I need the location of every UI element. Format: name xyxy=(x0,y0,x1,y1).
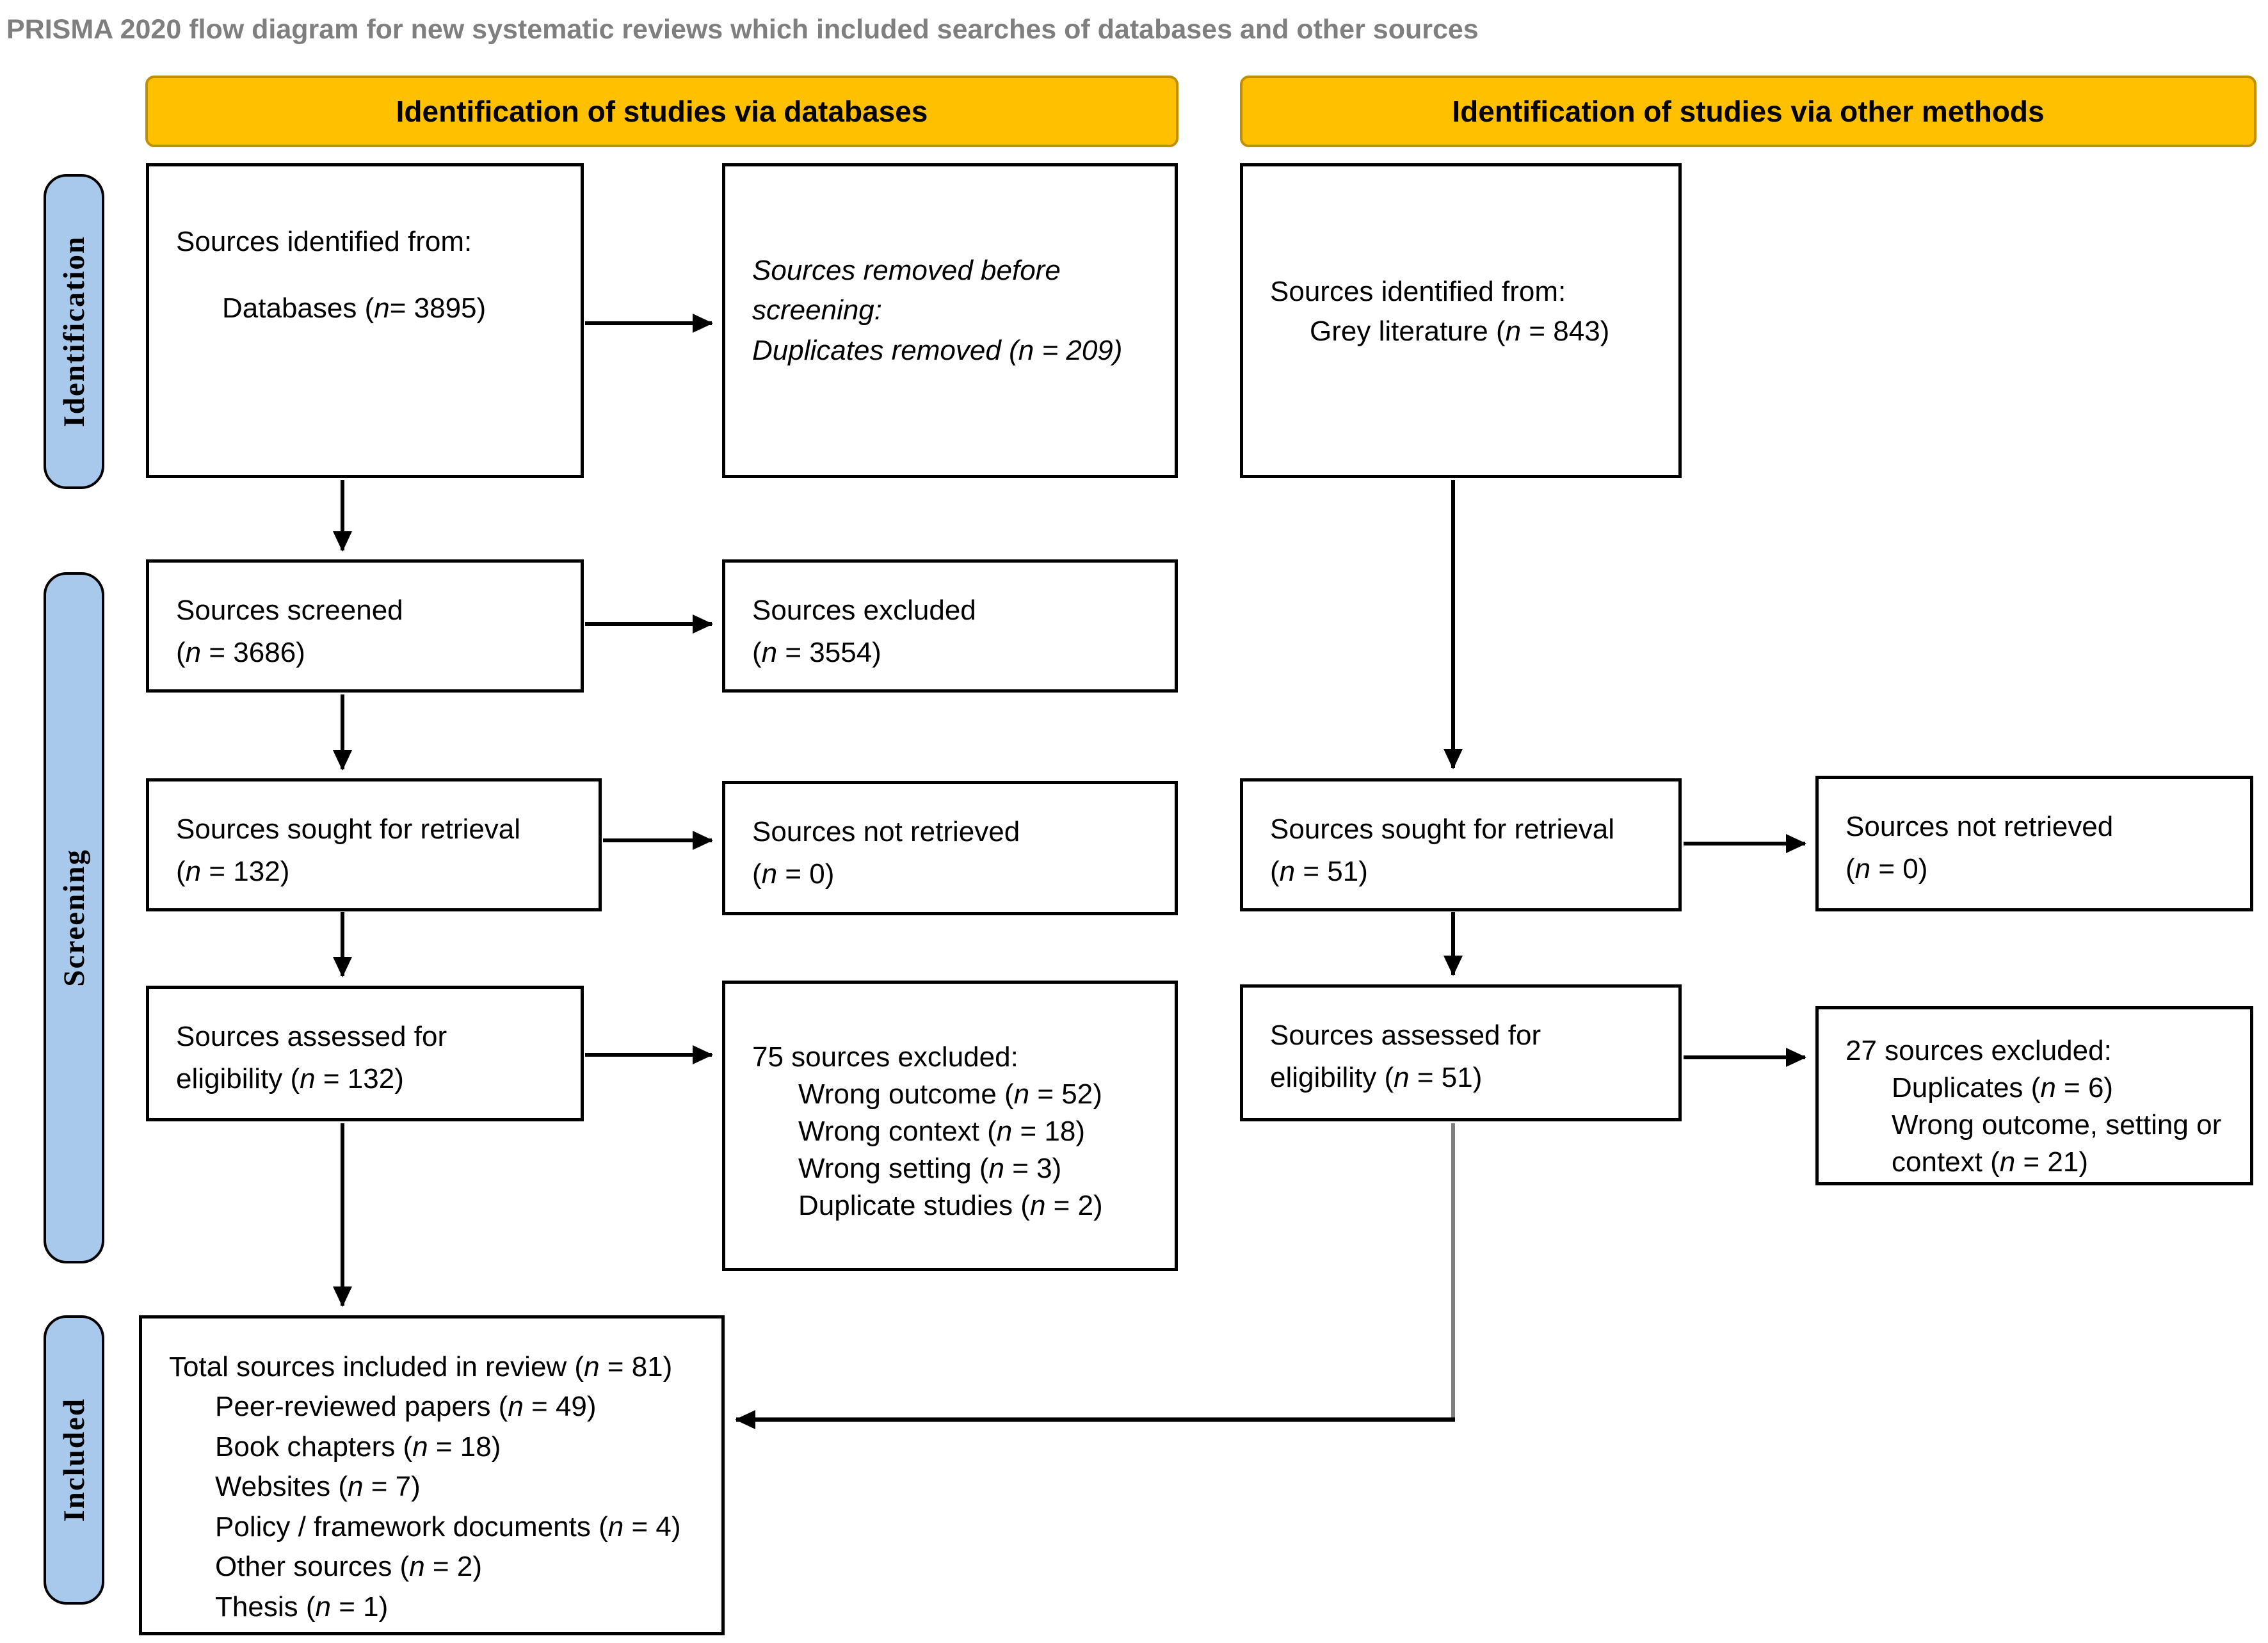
banner-identification-via-databases: Identification of studies via databases xyxy=(145,76,1178,147)
box-other-sources-sought-retrieval: Sources sought for retrieval (n = 51) xyxy=(1240,778,1682,911)
stage-label-screening: Screening xyxy=(44,572,104,1263)
box-line: Sources sought for retrieval xyxy=(1270,813,1615,845)
box-line: Sources assessed for xyxy=(176,1021,447,1052)
box-line: Wrong setting (n = 3) xyxy=(798,1153,1062,1185)
box-line: Book chapters (n = 18) xyxy=(215,1431,501,1463)
box-db-sources-excluded-reasons: 75 sources excluded: Wrong outcome (n = … xyxy=(722,981,1178,1271)
box-line: (n = 51) xyxy=(1270,856,1368,887)
stage-label-included: Included xyxy=(44,1315,104,1605)
box-line: 27 sources excluded: xyxy=(1846,1035,2112,1066)
box-line: Peer-reviewed papers (n = 49) xyxy=(215,1391,597,1423)
box-other-sources-assessed-eligibility: Sources assessed for eligibility (n = 51… xyxy=(1240,984,1682,1121)
box-db-sources-sought-retrieval: Sources sought for retrieval (n = 132) xyxy=(146,778,602,911)
box-line: 75 sources excluded: xyxy=(752,1041,1018,1073)
box-line: Total sources included in review (n = 81… xyxy=(169,1351,673,1383)
box-line: Sources not retrieved xyxy=(1846,811,2114,842)
box-line: Policy / framework documents (n = 4) xyxy=(215,1511,681,1543)
box-line: (n = 3554) xyxy=(752,637,881,668)
box-db-sources-not-retrieved: Sources not retrieved (n = 0) xyxy=(722,781,1178,915)
box-sources-identified-grey-literature: Sources identified from: Grey literature… xyxy=(1240,163,1682,478)
box-line: (n = 0) xyxy=(1846,853,1928,885)
figure-title: PRISMA 2020 flow diagram for new systema… xyxy=(6,14,1479,45)
box-db-sources-assessed-eligibility: Sources assessed for eligibility (n = 13… xyxy=(146,986,584,1121)
box-line: eligibility (n = 51) xyxy=(1270,1062,1483,1093)
box-other-sources-not-retrieved: Sources not retrieved (n = 0) xyxy=(1815,776,2253,911)
box-line: Other sources (n = 2) xyxy=(215,1551,482,1583)
box-line: Wrong context (n = 18) xyxy=(798,1116,1085,1148)
box-sources-removed-before-screening: Sources removed before screening: Duplic… xyxy=(722,163,1178,478)
box-line: Thesis (n = 1) xyxy=(215,1591,389,1623)
box-line: Sources identified from: xyxy=(176,226,472,257)
stage-label-identification: Identification xyxy=(44,174,104,489)
stage-label-screening-text: Screening xyxy=(57,849,91,987)
box-sources-excluded: Sources excluded (n = 3554) xyxy=(722,559,1178,693)
box-line: Sources not retrieved xyxy=(752,816,1020,847)
box-line: Grey literature (n = 843) xyxy=(1310,315,1610,347)
box-line: Duplicates (n = 6) xyxy=(1892,1072,2114,1104)
box-sources-screened: Sources screened (n = 3686) xyxy=(146,559,584,693)
box-line: Duplicate studies (n = 2) xyxy=(798,1190,1103,1222)
box-line: eligibility (n = 132) xyxy=(176,1063,404,1094)
box-line: Wrong outcome (n = 52) xyxy=(798,1078,1102,1110)
box-line: (n = 3686) xyxy=(176,637,305,668)
box-line: Sources identified from: xyxy=(1270,276,1566,307)
box-line: Wrong outcome, setting or context (n = 2… xyxy=(1892,1109,2222,1178)
box-line: Sources assessed for xyxy=(1270,1020,1541,1051)
box-line: (n = 132) xyxy=(176,856,290,887)
banner-identification-via-other-methods: Identification of studies via other meth… xyxy=(1240,76,2256,147)
box-line: Sources sought for retrieval xyxy=(176,813,521,845)
stage-label-identification-text: Identification xyxy=(57,236,91,428)
box-line: (n = 0) xyxy=(752,858,835,890)
box-line: Duplicates removed (n = 209) xyxy=(752,334,1123,366)
box-line: Sources excluded xyxy=(752,595,976,626)
box-line: Sources removed before screening: xyxy=(752,255,1061,326)
box-total-sources-included: Total sources included in review (n = 81… xyxy=(139,1315,725,1635)
stage-label-included-text: Included xyxy=(57,1398,91,1522)
box-line: Sources screened xyxy=(176,595,403,626)
box-other-sources-excluded-reasons: 27 sources excluded: Duplicates (n = 6) … xyxy=(1815,1006,2253,1185)
box-sources-identified-databases: Sources identified from: Databases (n= 3… xyxy=(146,163,584,478)
box-line: Databases (n= 3895) xyxy=(222,293,487,324)
box-line: Websites (n = 7) xyxy=(215,1471,421,1503)
